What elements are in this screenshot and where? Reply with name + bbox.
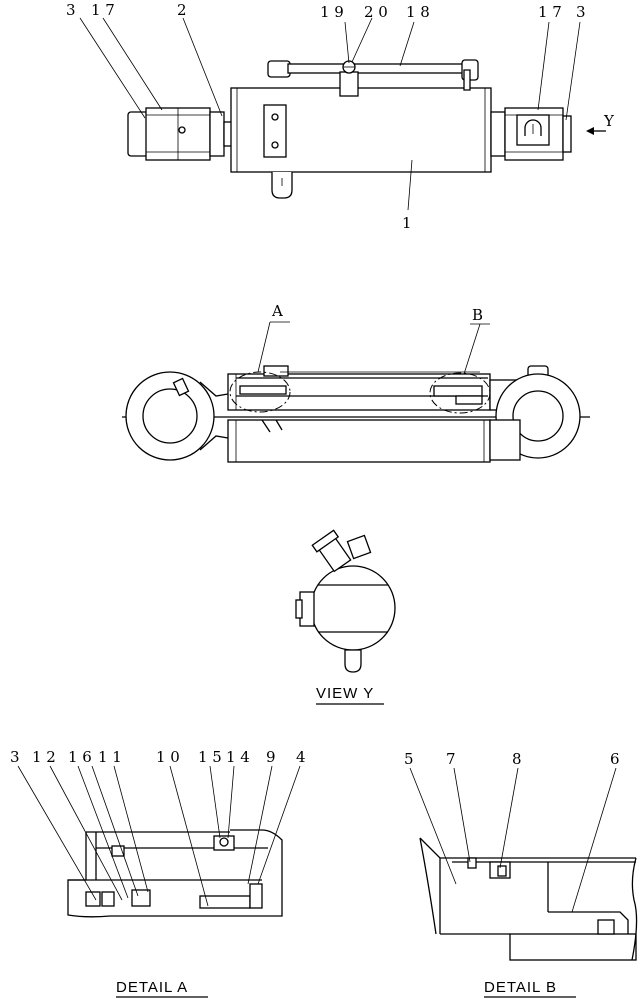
top-view: 3 1 7 2 1 9 2 0 1 8 1 7 3 1 Y [66, 1, 615, 232]
label-a-12: 1 2 [32, 748, 56, 766]
label-a-16: 1 6 [68, 748, 92, 766]
caption-view-y: VIEW Y [316, 685, 374, 702]
label-a-14: 1 4 [226, 748, 250, 766]
label-2: 2 [177, 1, 187, 19]
label-19: 1 9 [320, 3, 344, 21]
label-detail-a-marker: A [271, 302, 283, 320]
label-b-6: 6 [610, 750, 620, 768]
right-eye [489, 365, 581, 461]
label-3-left: 3 [66, 1, 76, 19]
label-a-11: 1 1 [98, 748, 122, 766]
label-detail-b-marker: B [472, 306, 483, 324]
caption-detail-b: DETAIL B [484, 979, 557, 996]
label-a-4: 4 [296, 748, 306, 766]
label-a-9: 9 [266, 748, 276, 766]
barrel [230, 87, 492, 199]
label-a-3: 3 [10, 748, 20, 766]
label-20: 2 0 [364, 3, 388, 21]
label-a-15: 1 5 [198, 748, 222, 766]
side-view: A B [122, 302, 590, 463]
top-view-labels: 3 1 7 2 1 9 2 0 1 8 1 7 3 1 Y [66, 1, 615, 232]
tube-assembly [267, 59, 479, 97]
label-1: 1 [402, 214, 412, 232]
detail-a: 3 1 2 1 6 1 1 1 0 1 5 1 4 9 4 DETAIL A [10, 748, 306, 998]
side-barrel [227, 365, 491, 463]
label-b-8: 8 [512, 750, 522, 768]
left-eye [125, 371, 229, 461]
right-end-cap [490, 107, 572, 161]
label-18: 1 8 [406, 3, 430, 21]
detail-b-marker [429, 372, 491, 414]
caption-detail-a: DETAIL A [116, 979, 188, 996]
label-17-left: 1 7 [91, 1, 115, 19]
detail-b: 5 7 8 6 DETAIL B [404, 750, 638, 998]
label-17-right: 1 7 [538, 3, 562, 21]
view-y-arrow [586, 127, 606, 135]
label-arrow-y: Y [603, 112, 615, 130]
label-a-10: 1 0 [156, 748, 180, 766]
label-3-right: 3 [576, 3, 586, 21]
top-leaders [79, 17, 581, 211]
left-end-cap [127, 107, 233, 161]
view-y: VIEW Y [295, 529, 396, 705]
detail-a-marker [229, 371, 291, 413]
label-b-5: 5 [404, 750, 414, 768]
label-b-7: 7 [446, 750, 456, 768]
